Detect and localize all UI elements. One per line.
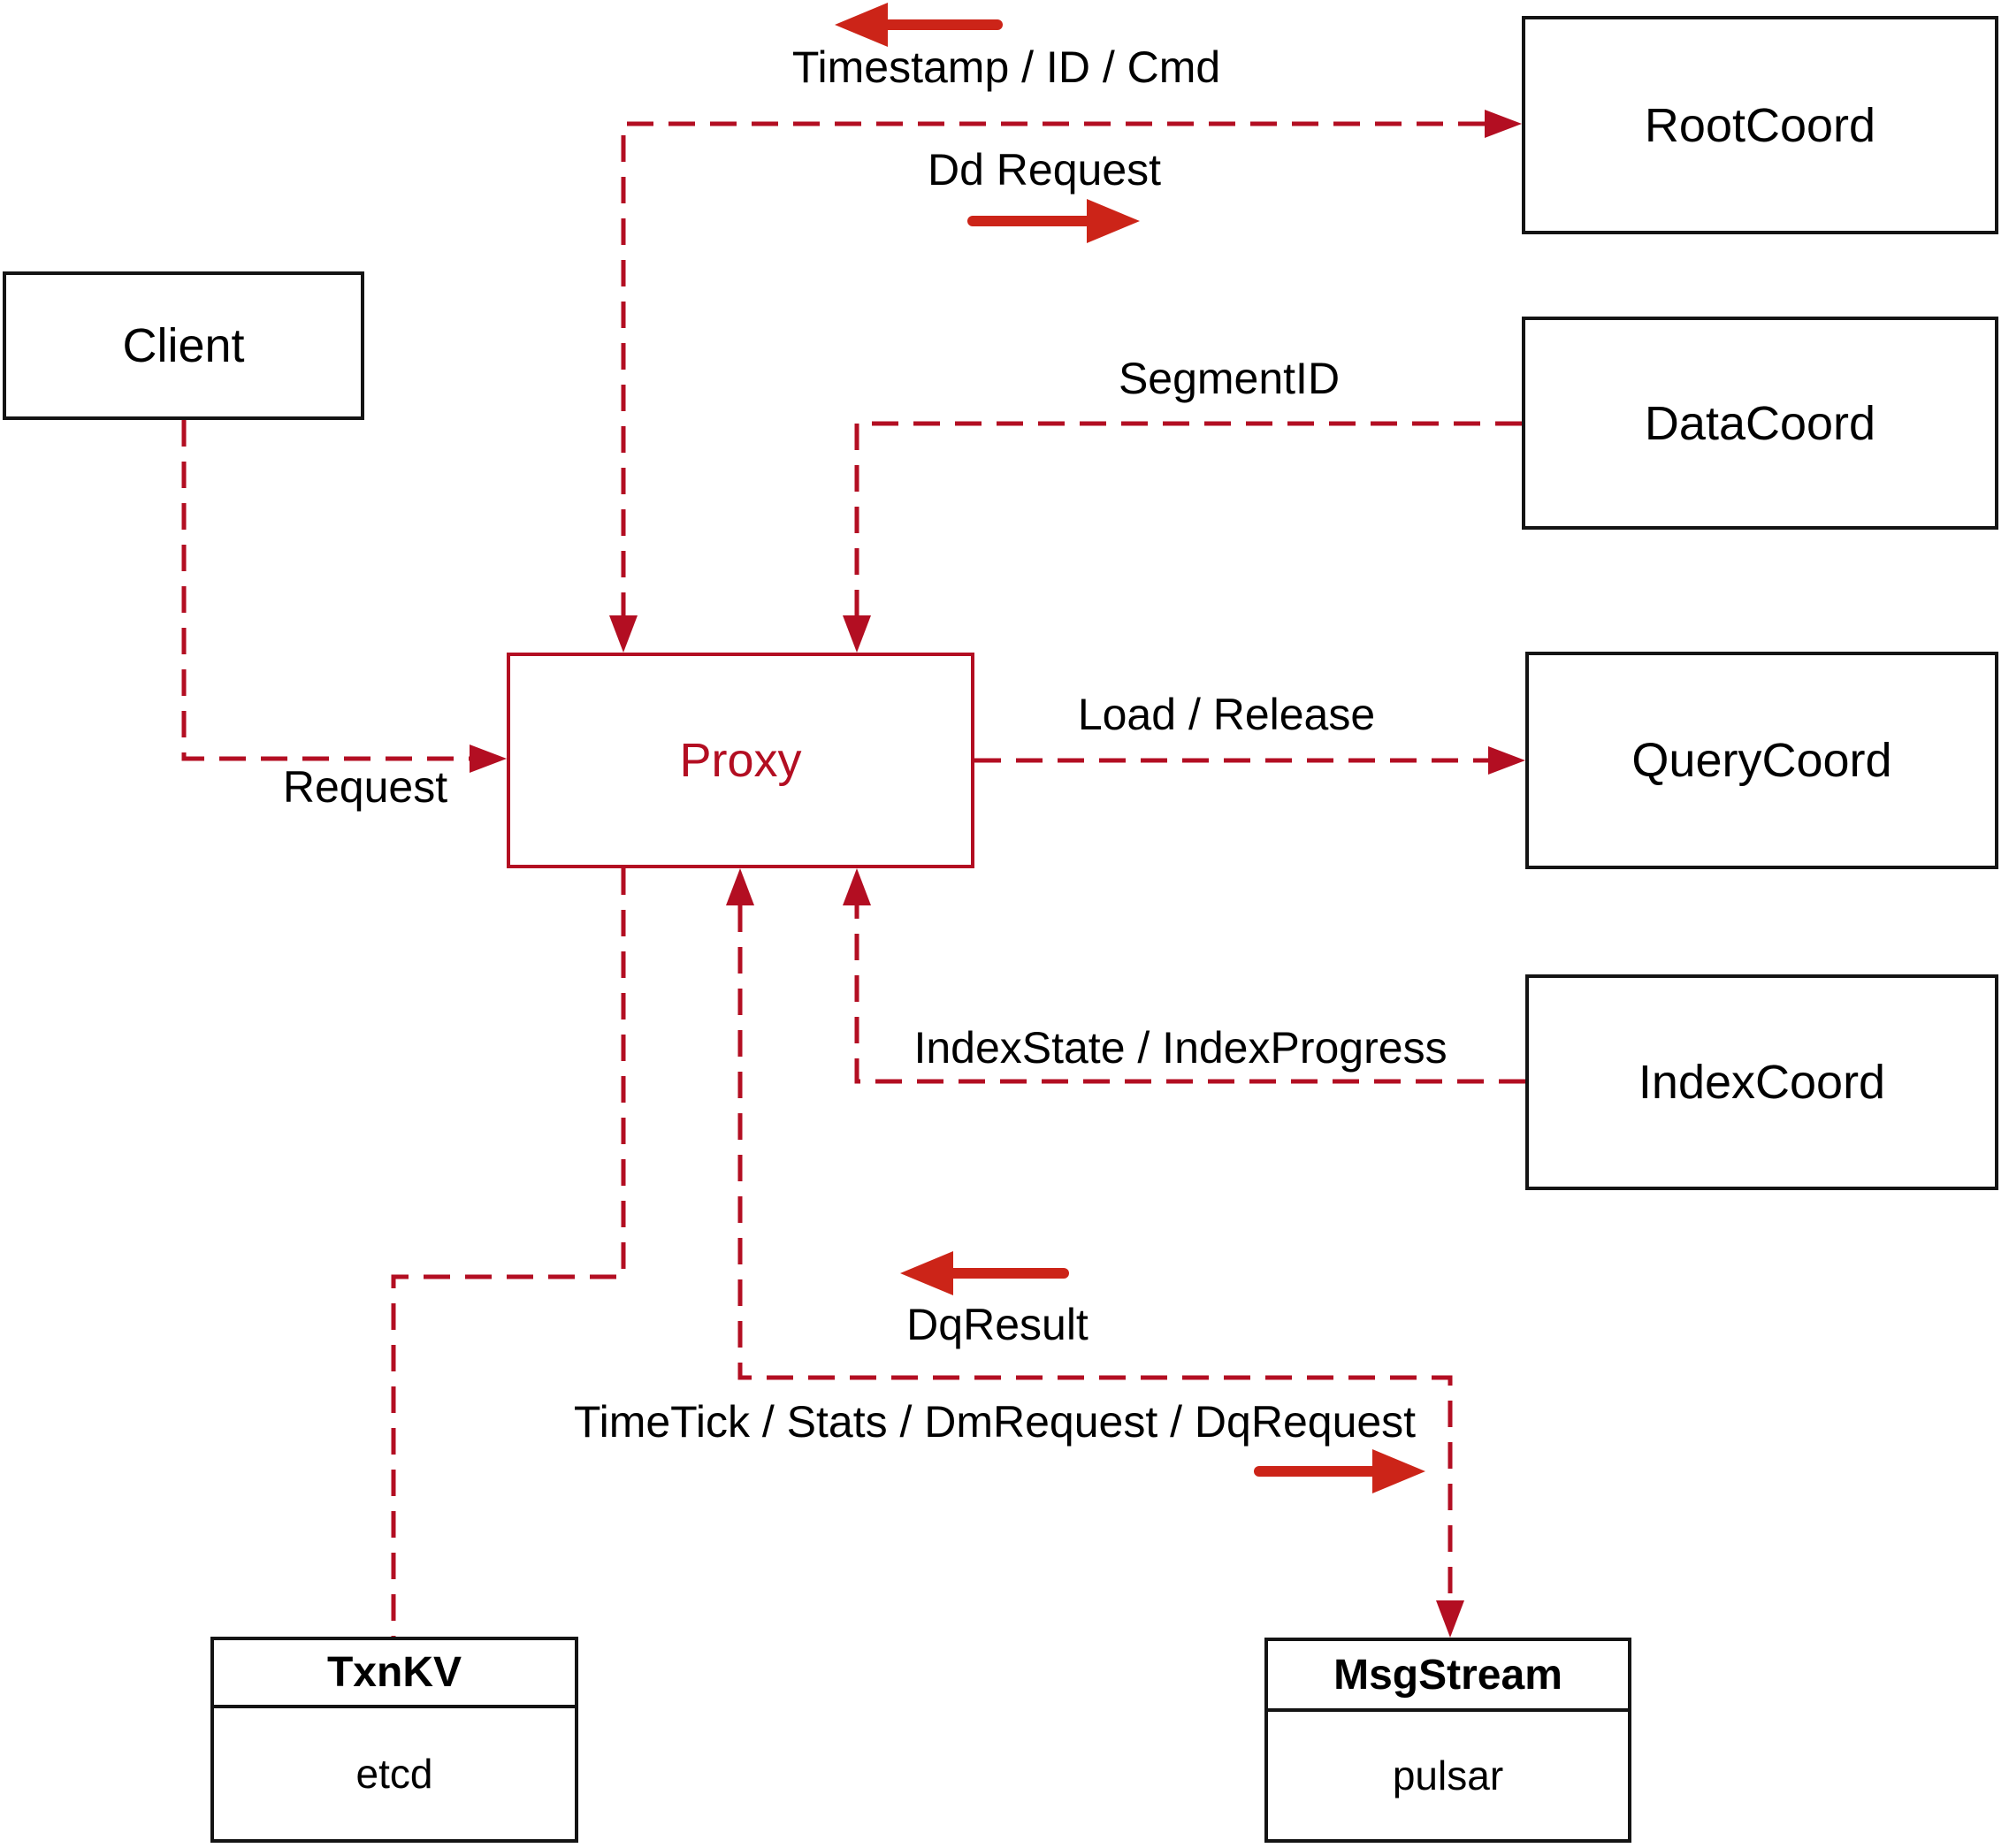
right-direction-arrowhead-timetick: [1372, 1449, 1425, 1493]
arrowhead-into-proxy-top-left: [609, 615, 638, 653]
edge-label-timetick-stats-dmrequest-dqrequest: TimeTick / Stats / DmRequest / DqRequest: [573, 1397, 1417, 1447]
proxy-node-label: Proxy: [679, 734, 802, 787]
indexcoord-node-label: IndexCoord: [1638, 1056, 1886, 1109]
proxy-msgstream-connector: [737, 905, 1453, 1600]
client-proxy-connector: [181, 420, 470, 761]
proxy-node: Proxy: [507, 653, 974, 868]
msgstream-node: MsgStream pulsar: [1264, 1638, 1631, 1843]
txnkv-node: TxnKV etcd: [210, 1637, 578, 1843]
msgstream-node-subtitle: pulsar: [1392, 1753, 1504, 1798]
txnkv-node-subtitle: etcd: [355, 1751, 433, 1797]
txnkv-node-title: TxnKV: [214, 1640, 575, 1708]
datacoord-proxy-connector: [854, 421, 1522, 615]
arrowhead-into-proxy-bottom-left: [726, 868, 754, 905]
arrowhead-into-proxy-bottom-right: [843, 868, 871, 905]
datacoord-node-label: DataCoord: [1644, 396, 1876, 450]
edge-label-request: Request: [282, 762, 448, 812]
arrowhead-into-rootcoord: [1485, 110, 1522, 138]
client-node: Client: [3, 271, 364, 420]
arrowhead-into-proxy-top-right: [843, 615, 871, 653]
right-direction-arrowhead-dd-request: [1087, 199, 1140, 243]
indexcoord-node: IndexCoord: [1525, 974, 1998, 1190]
edge-label-segment-id: SegmentID: [1118, 354, 1341, 403]
edge-label-dqresult: DqResult: [906, 1300, 1089, 1349]
arrowhead-into-msgstream: [1436, 1600, 1464, 1638]
edge-label-indexstate-indexprogress: IndexState / IndexProgress: [913, 1023, 1448, 1073]
left-direction-arrowhead-dqresult: [900, 1251, 953, 1295]
querycoord-node-label: QueryCoord: [1631, 734, 1892, 787]
proxy-txnkv-connector: [391, 868, 626, 1637]
edge-label-dd-request: Dd Request: [927, 145, 1162, 195]
msgstream-node-title: MsgStream: [1268, 1641, 1628, 1712]
datacoord-node: DataCoord: [1522, 317, 1998, 530]
arrowhead-into-querycoord: [1488, 746, 1525, 775]
arrowhead-into-proxy-left: [470, 745, 507, 773]
client-node-label: Client: [122, 319, 245, 372]
querycoord-node: QueryCoord: [1525, 652, 1998, 869]
left-direction-arrowhead-timestamp: [835, 3, 888, 47]
proxy-rootcoord-connector: [621, 121, 1485, 615]
edge-label-timestamp-id-cmd: Timestamp / ID / Cmd: [791, 42, 1221, 92]
rootcoord-node-label: RootCoord: [1644, 98, 1876, 152]
rootcoord-node: RootCoord: [1522, 16, 1998, 234]
edge-label-load-release: Load / Release: [1077, 690, 1376, 739]
